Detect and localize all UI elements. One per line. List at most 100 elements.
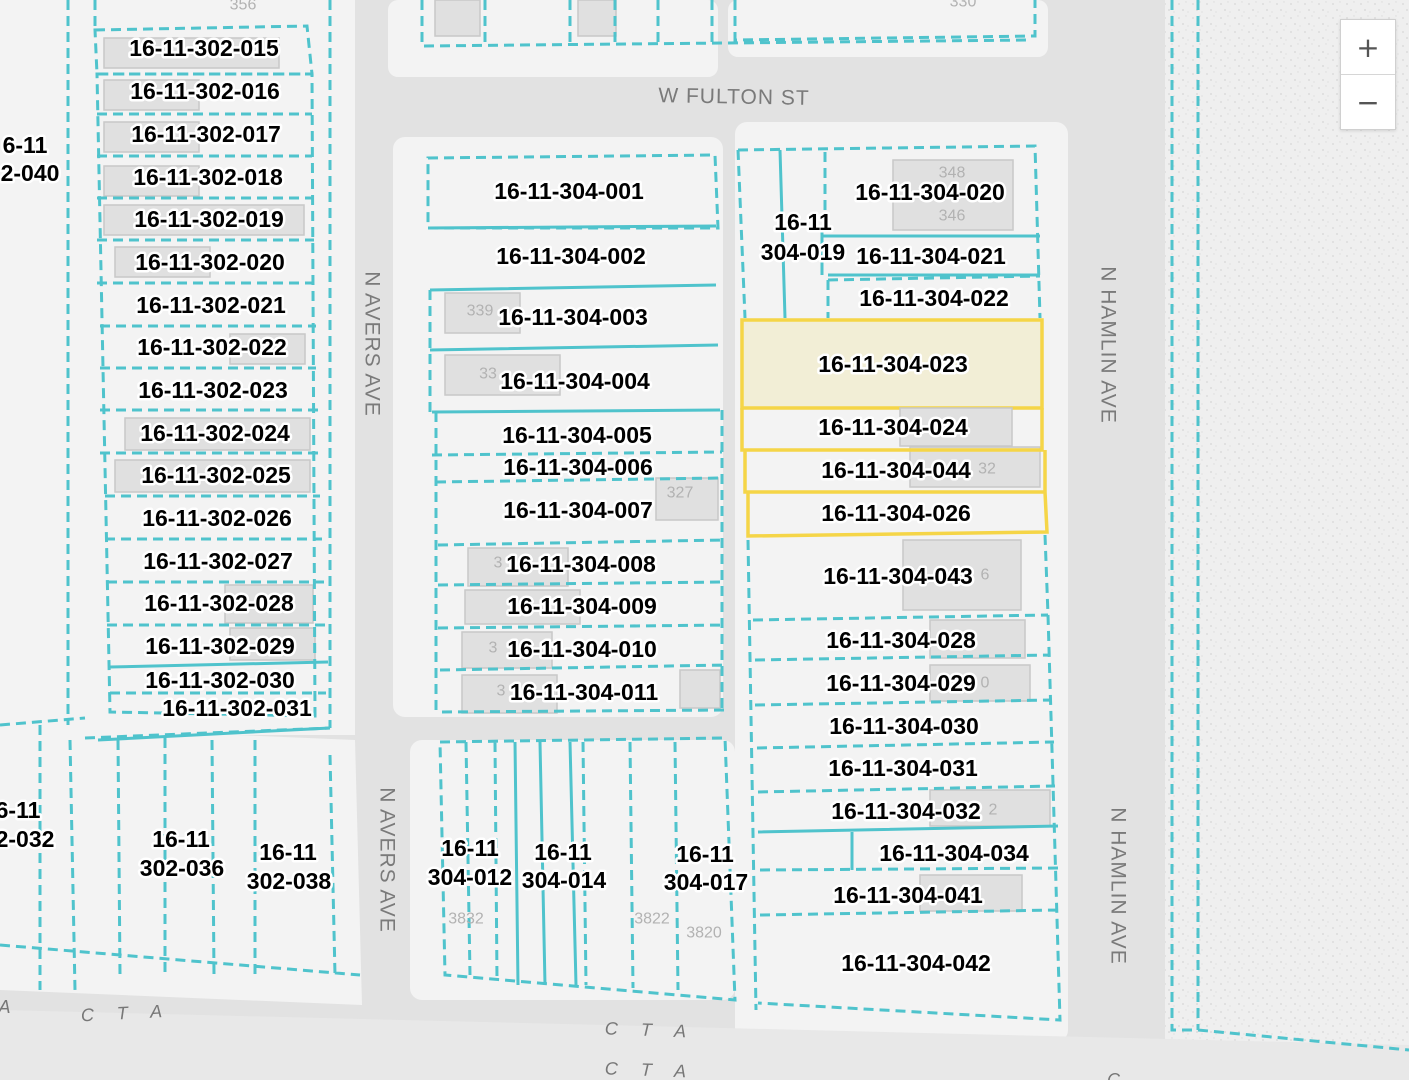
rail-label-cta: C (1107, 1070, 1129, 1080)
building (655, 477, 719, 521)
street-labels: W FULTON ST N AVERS AVE N AVERS AVE N HA… (0, 84, 1130, 1080)
address-label: 0 (981, 675, 990, 692)
parcel-label[interactable]: 16-11 (772, 207, 835, 238)
parcel-label[interactable]: 16-11-302-020 (133, 247, 288, 278)
parcel-label[interactable]: 6-11 (0, 795, 43, 826)
parcel-label[interactable]: 16-11-302-028 (142, 588, 297, 619)
parcel-label[interactable]: 16-11-304-022 (857, 283, 1012, 314)
street-label-fulton: W FULTON ST (658, 84, 810, 110)
address-label: 3832 (448, 911, 484, 928)
building (461, 631, 553, 669)
parcel-label[interactable]: 16-11-302-022 (135, 332, 290, 363)
parcel-label[interactable]: 16-11-304-024 (816, 412, 971, 443)
parcel-label[interactable]: 304-014 (519, 865, 609, 896)
address-label: 3822 (634, 911, 670, 928)
address-label: 3820 (686, 925, 722, 942)
address-labels: 356 330 348 346 339 33 327 3 3 3 32 6 0 … (230, 0, 998, 942)
parcel-label[interactable]: 16-11-304-020 (853, 177, 1008, 208)
building (434, 0, 481, 37)
park-area (1165, 0, 1409, 1080)
block-west-lower (0, 725, 362, 1005)
parcel-label[interactable]: 16-11-302-027 (141, 546, 296, 577)
parcel-label[interactable]: 16-11-304-031 (826, 753, 981, 784)
parcel-label[interactable]: 16-11-304-005 (500, 420, 655, 451)
parcel-label[interactable]: 304-017 (661, 867, 750, 898)
parcel-label[interactable]: 6-11 (0, 130, 50, 161)
parcel-label[interactable]: 16-11 (439, 833, 502, 864)
address-label: 3 (497, 683, 506, 700)
parcel-label[interactable]: 16-11-302-023 (136, 375, 291, 406)
parcel-label[interactable]: 2-032 (0, 824, 57, 855)
parcel-label[interactable]: 302-038 (244, 866, 334, 897)
building (444, 292, 521, 334)
parcel-label[interactable]: 16-11-302-018 (131, 162, 286, 193)
parcel-label[interactable]: 16-11-302-017 (129, 119, 284, 150)
zoom-control: + − (1340, 19, 1396, 130)
parcel-label[interactable]: 16-11-304-041 (831, 880, 986, 911)
building (899, 407, 1013, 447)
parcel-label[interactable]: 16-11-304-002 (494, 241, 649, 272)
selected-parcels-outline[interactable] (740, 408, 1049, 538)
parcel-label[interactable]: 16-11-304-009 (505, 591, 660, 622)
parcel-label[interactable]: 16-11-304-032 (829, 796, 984, 827)
parcel-label[interactable]: 16-11-304-010 (505, 634, 660, 665)
parcel-label[interactable]: 16-11-302-025 (139, 460, 294, 491)
parcel-line (420, 0, 1037, 48)
parcel-label[interactable]: 16-11-304-023 (816, 349, 971, 380)
parcel-label[interactable]: 16-11-302-026 (140, 503, 295, 534)
parcel-label[interactable]: 16-11-304-001 (492, 176, 647, 207)
parcel-label[interactable]: 16-11-302-021 (134, 290, 289, 321)
parcel-label[interactable]: 16-11-304-026 (819, 498, 974, 529)
parcel-label[interactable]: 16-11-304-030 (827, 711, 982, 742)
parcel-label[interactable]: 16-11-302-030 (143, 665, 298, 696)
parcel-label[interactable]: 16-11-304-028 (824, 625, 979, 656)
parcel-label[interactable]: 16-11 (532, 837, 595, 868)
parcel-label[interactable]: 16-11 (257, 837, 320, 868)
parcel-label[interactable]: 16-11-304-042 (839, 948, 994, 979)
parcel-label[interactable]: 16-11-302-019 (132, 204, 287, 235)
building (103, 204, 305, 236)
parcel-label[interactable]: 304-012 (425, 862, 514, 893)
building (577, 0, 617, 37)
rail-label-cta: C T A (605, 1018, 696, 1041)
parcel-label[interactable]: 16-11-304-011 (507, 677, 661, 708)
parcel-label[interactable]: 16-11-302-016 (128, 76, 283, 107)
zoom-in-button[interactable]: + (1356, 30, 1380, 64)
parcel-label[interactable]: 2-040 (0, 158, 62, 189)
parcel-label[interactable]: 304-019 (758, 237, 847, 268)
selected-parcel-304-023[interactable] (740, 318, 1044, 410)
parcel-line (0, 716, 361, 991)
street-label-hamlin: N HAMLIN AVE (1107, 807, 1130, 964)
street-label-avers: N AVERS AVE (376, 787, 399, 933)
address-label: 3 (489, 640, 498, 657)
building (103, 79, 200, 111)
parcel-label[interactable]: 16-11-304-007 (501, 495, 656, 526)
parcel-label[interactable]: 16-11-304-043 (821, 561, 976, 592)
parcel-label[interactable]: 16-11-304-044 (819, 455, 974, 486)
parcel-line (778, 149, 1040, 319)
parcel-label[interactable]: 16-11-304-029 (824, 668, 979, 699)
parcel-label[interactable]: 16-11-302-031 (160, 693, 315, 724)
building (114, 459, 311, 493)
parcel-label[interactable]: 16-11 (674, 839, 737, 870)
parcel-label[interactable]: 16-11-302-015 (127, 33, 282, 64)
parcel-label[interactable]: 16-11-304-003 (496, 302, 651, 333)
parcel-label[interactable]: 16-11-304-006 (501, 452, 656, 483)
parcel-line (736, 144, 1042, 319)
building (464, 589, 581, 625)
parcel-labels: 16-11-302-015 16-11-302-016 16-11-302-01… (0, 33, 1032, 979)
street-label-avers: N AVERS AVE (361, 271, 384, 417)
parcel-label[interactable]: 16-11-304-004 (498, 366, 653, 397)
parcel-label[interactable]: 16-11-304-034 (877, 838, 1032, 869)
selected-parcels[interactable] (740, 318, 1049, 538)
parcel-label[interactable]: 16-11-302-029 (143, 631, 298, 662)
parcel-label[interactable]: 302-036 (137, 853, 226, 884)
parcel-label[interactable]: 16-11-302-024 (138, 418, 293, 449)
parcel-label[interactable]: 16-11 (150, 824, 213, 855)
parcel-label[interactable]: 16-11-304-021 (854, 241, 1009, 272)
parcel-label[interactable]: 16-11-304-008 (504, 549, 659, 580)
zoom-out-button[interactable]: − (1356, 85, 1380, 119)
building (114, 246, 211, 278)
